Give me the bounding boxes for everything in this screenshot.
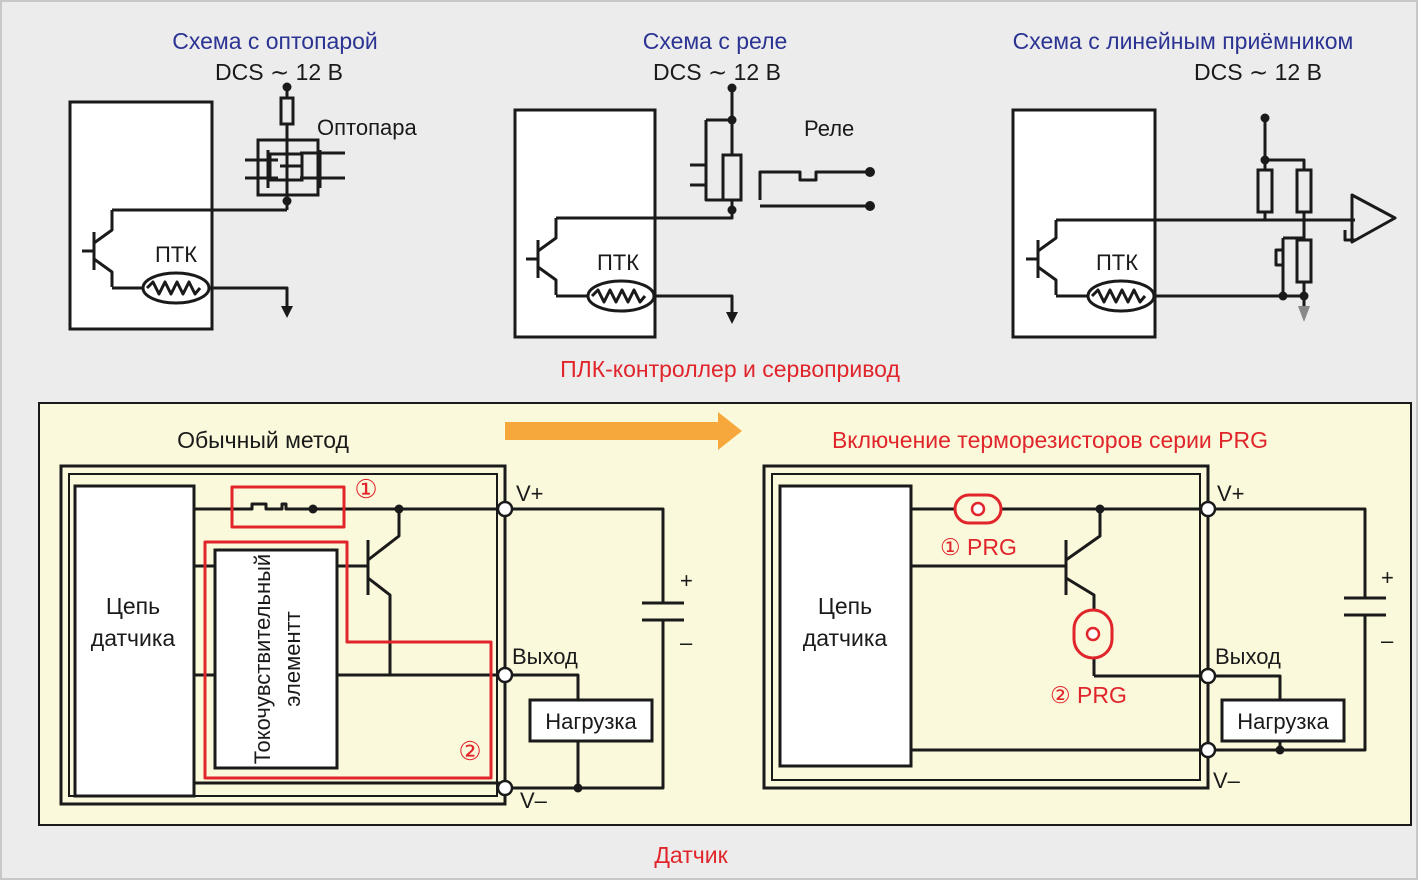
ptc-label-1: ПТК <box>155 242 197 267</box>
sensor-circuit-right-line1: Цепь <box>818 593 872 619</box>
relay-circuit: Схема с реле DCS ∼ 12 В Реле ПТК <box>513 28 875 339</box>
line-receiver-circuit: Схема с линейным приёмником DCS ∼ 12 В П… <box>1011 28 1397 339</box>
optocoupler-title: Схема с оптопарой <box>172 28 378 54</box>
optocoupler-supply: DCS ∼ 12 В <box>215 59 343 85</box>
vplus-right-label: V+ <box>1217 481 1245 506</box>
output-right-label: Выход <box>1215 644 1281 669</box>
conventional-title: Обычный метод <box>177 427 349 453</box>
relay-label: Реле <box>804 116 854 141</box>
ptc-label-2: ПТК <box>597 250 639 275</box>
sensor-circuit-left <box>73 484 196 798</box>
prg-thermistor-1 <box>953 493 1003 525</box>
terminal-vplus-left <box>496 500 514 518</box>
conventional-method: Обычный метод Цепь датчика Токочувствите… <box>59 427 693 813</box>
transistor-2 <box>526 218 558 295</box>
sensor-housing-right <box>762 464 1210 790</box>
ptc-label-3: ПТК <box>1096 250 1138 275</box>
relay-supply: DCS ∼ 12 В <box>653 59 781 85</box>
plus-left-label: + <box>680 568 693 593</box>
output-left-label: Выход <box>512 644 578 669</box>
ptc-thermistor-1: ПТК <box>141 242 211 305</box>
optocoupler-symbol <box>245 138 345 197</box>
prg-1-label: ① PRG <box>940 534 1017 560</box>
prg-2-label: ② PRG <box>1050 682 1127 708</box>
marker-2: ② <box>458 736 481 766</box>
prg-method: Включение терморезисторов серии PRG Цепь… <box>762 427 1394 793</box>
sensor-circuit-right-line2: датчика <box>803 625 888 651</box>
marker-box-2 <box>203 540 493 780</box>
current-sensing-element <box>213 548 339 770</box>
line-receiver-supply: DCS ∼ 12 В <box>1194 59 1322 85</box>
optocoupler-circuit: Схема с оптопарой DCS ∼ 12 В Оптопара ПТ… <box>68 28 417 331</box>
line-receiver-title: Схема с линейным приёмником <box>1013 28 1354 54</box>
transistor-3 <box>1026 220 1058 295</box>
prg-thermistor-2 <box>1072 608 1114 660</box>
sensor-circuit-right <box>778 484 913 768</box>
plc-caption: ПЛК-контроллер и сервопривод <box>560 356 900 382</box>
load-left <box>528 698 654 743</box>
load-right-label: Нагрузка <box>1237 709 1329 734</box>
terminal-vplus-right <box>1199 500 1217 518</box>
plus-right-label: + <box>1381 565 1394 590</box>
vplus-left-label: V+ <box>516 481 544 506</box>
terminal-output-left <box>496 666 514 684</box>
vminus-left-label: V– <box>520 788 548 813</box>
relay-title: Схема с реле <box>643 28 788 54</box>
terminal-vminus-left <box>496 779 514 797</box>
marker-1: ① <box>354 474 377 504</box>
terminal-output-right <box>1199 667 1217 685</box>
marker-box-1 <box>230 485 346 529</box>
sensor-circuit-left-line2: датчика <box>91 625 176 651</box>
minus-right-label: – <box>1381 628 1394 653</box>
load-right <box>1220 698 1346 743</box>
minus-left-label: – <box>680 630 693 655</box>
transistor-1 <box>82 210 114 287</box>
prg-title: Включение терморезисторов серии PRG <box>832 427 1268 453</box>
sensor-caption: Датчик <box>654 842 728 868</box>
current-element-line2: элементт <box>280 611 305 706</box>
optocoupler-label: Оптопара <box>317 115 417 140</box>
load-left-label: Нагрузка <box>545 709 637 734</box>
current-element-line1: Токочувствительный <box>250 554 275 764</box>
terminal-vminus-right <box>1199 741 1217 759</box>
transition-arrow <box>505 412 742 450</box>
sensor-housing-left <box>59 464 507 806</box>
vminus-right-label: V– <box>1213 768 1241 793</box>
sensor-circuit-left-line1: Цепь <box>106 593 160 619</box>
